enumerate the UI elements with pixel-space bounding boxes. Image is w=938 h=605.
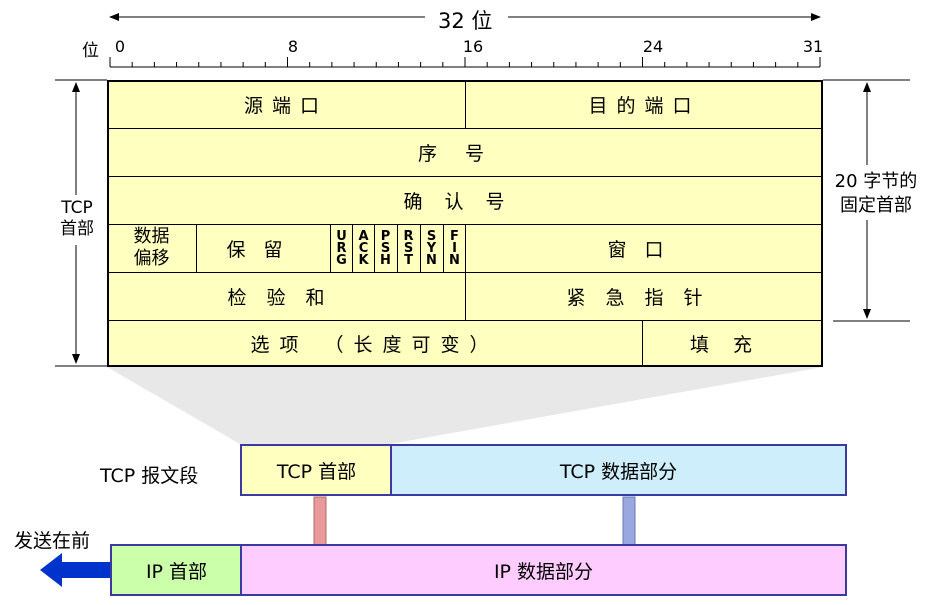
field-data-offset: 数据 偏移 [107, 224, 196, 272]
field-reserved: 保留 [226, 238, 301, 261]
data-offset-line1: 数据 [133, 226, 170, 247]
field-src-port: 源端口 [243, 94, 328, 117]
segment-tcp-header: TCP 首部 [240, 444, 391, 496]
tick-0: 0 [114, 37, 126, 56]
tick-24: 24 [642, 37, 664, 56]
fixed-header-side-label: 20 字节的 固定首部 [828, 170, 924, 218]
send-first-label: 发送在前 [14, 530, 91, 552]
expand-trapezoid [107, 367, 823, 444]
field-ack-number: 确认号 [403, 190, 527, 213]
field-dst-port: 目的端口 [588, 94, 701, 117]
bit-label: 位 [82, 41, 99, 61]
field-urgent-pointer: 紧急指针 [566, 286, 723, 309]
tick-16: 16 [462, 37, 484, 56]
field-checksum: 检验和 [227, 286, 345, 309]
ip-data: IP 数据部分 [240, 544, 847, 596]
segment-tcp-data: TCP 数据部分 [390, 444, 847, 496]
bit-ruler [109, 57, 821, 68]
field-window: 窗口 [607, 238, 682, 261]
field-seq: 序号 [417, 142, 512, 165]
ip-header: IP 首部 [110, 544, 241, 596]
tick-31: 31 [802, 37, 824, 56]
tick-8: 8 [287, 37, 299, 56]
field-options: 选项 （长度可变） [250, 333, 499, 356]
data-offset-line2: 偏移 [133, 248, 170, 269]
send-first-arrow [40, 553, 110, 587]
field-padding: 填充 [689, 333, 776, 356]
width-label: 32 位 [438, 9, 493, 33]
tcp-header-side-label: TCP 首部 [52, 198, 102, 240]
tcp-segment-label: TCP 报文段 [100, 465, 199, 487]
